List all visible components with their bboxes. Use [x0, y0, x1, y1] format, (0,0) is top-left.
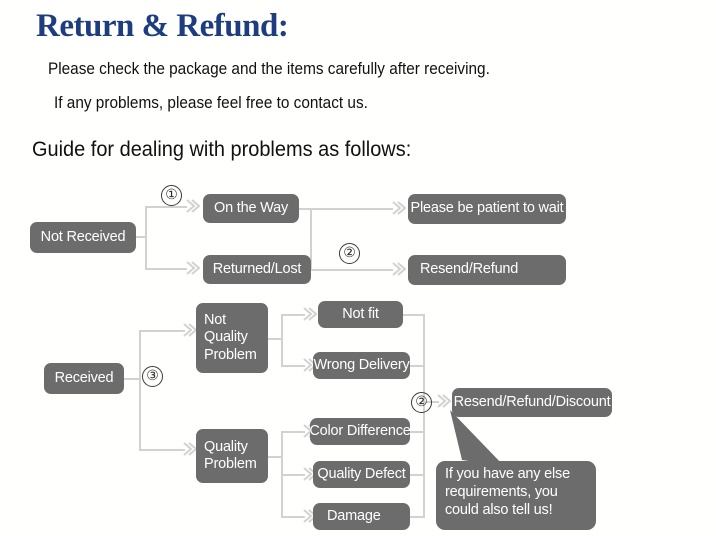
callout-bubble: If you have any else requirements, you c…	[436, 461, 596, 530]
node-received-label: Received	[54, 369, 114, 386]
connector-not-received-bus	[145, 206, 147, 270]
step-marker-2-bottom-label: ②	[415, 395, 428, 410]
connector-to-quality-defect	[281, 474, 305, 476]
step-marker-2-top-label: ②	[343, 246, 356, 261]
step-marker-1: ①	[161, 185, 182, 206]
connector-to-not-fit	[281, 314, 305, 316]
node-not-quality-problem[interactable]: Not Quality Problem	[196, 303, 268, 373]
connector-right-collector-bus	[423, 314, 425, 518]
step-marker-3-label: ③	[146, 369, 159, 384]
connector-received-stem	[123, 378, 141, 380]
arrowhead-not-fit	[303, 306, 317, 322]
connector-wrong-delivery-out	[410, 365, 425, 367]
connector-to-returned-lost	[145, 268, 187, 270]
connector-to-on-the-way	[145, 206, 187, 208]
node-wrong-delivery-label: Wrong Delivery	[313, 356, 410, 373]
node-on-the-way[interactable]: On the Way	[203, 194, 299, 223]
connector-on-the-way-to-wait	[298, 208, 393, 210]
node-returned-lost[interactable]: Returned/Lost	[203, 255, 311, 284]
node-please-be-patient-to-wait[interactable]: Please be patient to wait	[408, 194, 566, 224]
step-marker-1-label: ①	[165, 188, 178, 203]
connector-to-color-difference	[281, 431, 305, 433]
node-on-the-way-label: On the Way	[213, 199, 289, 216]
step-marker-3: ③	[142, 366, 163, 387]
connector-not-fit-out	[403, 314, 425, 316]
arrowhead-resend-refund-discount	[437, 393, 451, 409]
node-color-difference-label: Color Difference	[309, 422, 411, 439]
connector-not-received-stem	[135, 236, 147, 238]
node-color-difference[interactable]: Color Difference	[309, 418, 411, 445]
arrowhead-resend-refund	[392, 261, 406, 277]
node-damage[interactable]: Damage	[313, 503, 410, 530]
node-resend-refund-discount-label: Resend/Refund/Discount	[453, 393, 611, 410]
connector-received-bus	[139, 330, 141, 450]
node-resend-refund-label: Resend/Refund	[420, 261, 519, 278]
node-not-quality-problem-label: Not Quality Problem	[204, 312, 257, 363]
node-resend-refund-discount[interactable]: Resend/Refund/Discount	[452, 388, 612, 417]
node-damage-label: Damage	[327, 507, 381, 524]
arrowhead-on-the-way	[186, 198, 200, 214]
connector-to-not-quality	[139, 330, 185, 332]
step-marker-2-bottom: ②	[411, 392, 432, 413]
node-received[interactable]: Received	[44, 363, 124, 394]
connector-not-quality-stem	[268, 338, 283, 340]
instruction-line-1: Please check the package and the items c…	[48, 60, 490, 78]
connector-to-damage	[281, 516, 305, 518]
connector-quality-stem	[268, 456, 283, 458]
node-quality-problem-label: Quality Problem	[204, 438, 257, 472]
node-wrong-delivery[interactable]: Wrong Delivery	[313, 352, 410, 379]
instruction-line-2: If any problems, please feel free to con…	[54, 94, 368, 112]
step-marker-2-top: ②	[339, 243, 360, 264]
node-not-fit[interactable]: Not fit	[318, 301, 403, 328]
connector-to-quality	[139, 449, 185, 451]
node-not-received[interactable]: Not Received	[30, 222, 136, 253]
connector-returned-lost-to-resend	[310, 269, 393, 271]
connector-on-the-way-down	[310, 208, 312, 270]
page-title: Return & Refund:	[36, 8, 289, 44]
node-not-received-label: Not Received	[40, 228, 126, 245]
connector-to-wrong-delivery	[281, 365, 305, 367]
arrowhead-returned-lost	[186, 260, 200, 276]
node-returned-lost-label: Returned/Lost	[212, 260, 302, 277]
node-not-fit-label: Not fit	[342, 305, 379, 322]
node-quality-defect-label: Quality Defect	[317, 465, 406, 482]
connector-not-quality-bus	[281, 314, 283, 366]
node-quality-defect[interactable]: Quality Defect	[313, 461, 410, 488]
arrowhead-not-quality-problem	[183, 322, 197, 338]
node-please-wait-label: Please be patient to wait	[410, 200, 564, 217]
node-quality-problem[interactable]: Quality Problem	[196, 429, 268, 483]
guide-heading: Guide for dealing with problems as follo…	[32, 138, 412, 161]
arrowhead-please-wait	[392, 200, 406, 216]
callout-text: If you have any else requirements, you c…	[445, 466, 570, 518]
connector-quality-defect-out	[410, 474, 425, 476]
arrowhead-quality-problem	[183, 441, 197, 457]
callout-tail	[442, 408, 512, 470]
node-resend-refund[interactable]: Resend/Refund	[408, 255, 566, 285]
connector-damage-out	[410, 516, 425, 518]
connector-color-difference-out	[410, 431, 425, 433]
